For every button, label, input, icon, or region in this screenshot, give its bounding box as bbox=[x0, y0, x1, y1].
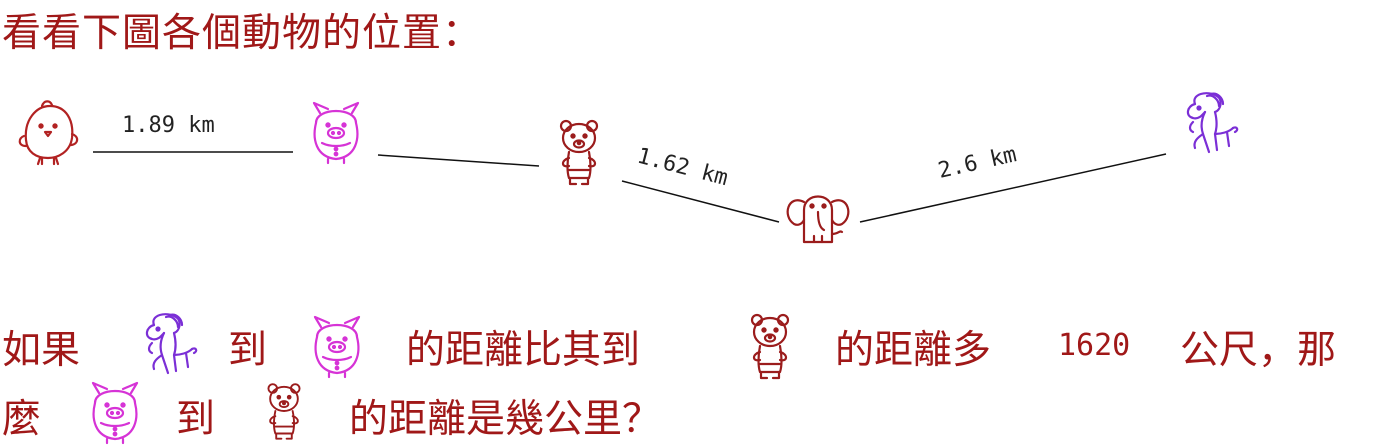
page-title: 看看下圖各個動物的位置： bbox=[2, 11, 483, 56]
pig-icon bbox=[313, 315, 361, 379]
route-diagram: 1.89 km 1.62 km 2.6 km bbox=[18, 92, 1239, 244]
elephant-icon bbox=[786, 195, 850, 244]
question-text-if: 如果 bbox=[2, 328, 81, 373]
route-segment-pig-bear bbox=[377, 154, 540, 167]
question-text-then: 麼 bbox=[2, 397, 42, 442]
bear-icon bbox=[267, 383, 301, 440]
bear-icon bbox=[559, 119, 599, 186]
chick-icon bbox=[18, 100, 79, 166]
question-line-2: 麼 到 的距離是幾公里？ bbox=[0, 381, 1379, 445]
pig-icon bbox=[91, 381, 139, 445]
bear-icon bbox=[750, 313, 790, 380]
question-text-distance-more: 的距離多 bbox=[835, 328, 992, 373]
question-text-how-many-km: 的距離是幾公里？ bbox=[349, 397, 662, 442]
question-text-distance-compare: 的距離比其到 bbox=[406, 328, 641, 373]
question-text-to-1: 到 bbox=[228, 328, 268, 373]
horse-icon bbox=[1186, 92, 1239, 154]
distance-label-chick-pig: 1.89 km bbox=[122, 113, 215, 138]
horse-icon bbox=[145, 313, 198, 375]
question-text-meters: 公尺，那 bbox=[1180, 328, 1337, 373]
distance-label-elephant-horse: 2.6 km bbox=[936, 142, 1019, 184]
question-number: 1620 bbox=[1058, 328, 1131, 363]
pig-icon bbox=[312, 101, 360, 165]
question-text-to-2: 到 bbox=[176, 397, 216, 442]
distance-label-bear-elephant: 1.62 km bbox=[634, 144, 730, 192]
route-segment-bear-elephant bbox=[621, 180, 780, 223]
route-segment-elephant-horse bbox=[859, 153, 1167, 223]
question-line-1: 如果 到 的距離比其到 的距離多 1620 公尺，那 bbox=[0, 313, 1379, 380]
